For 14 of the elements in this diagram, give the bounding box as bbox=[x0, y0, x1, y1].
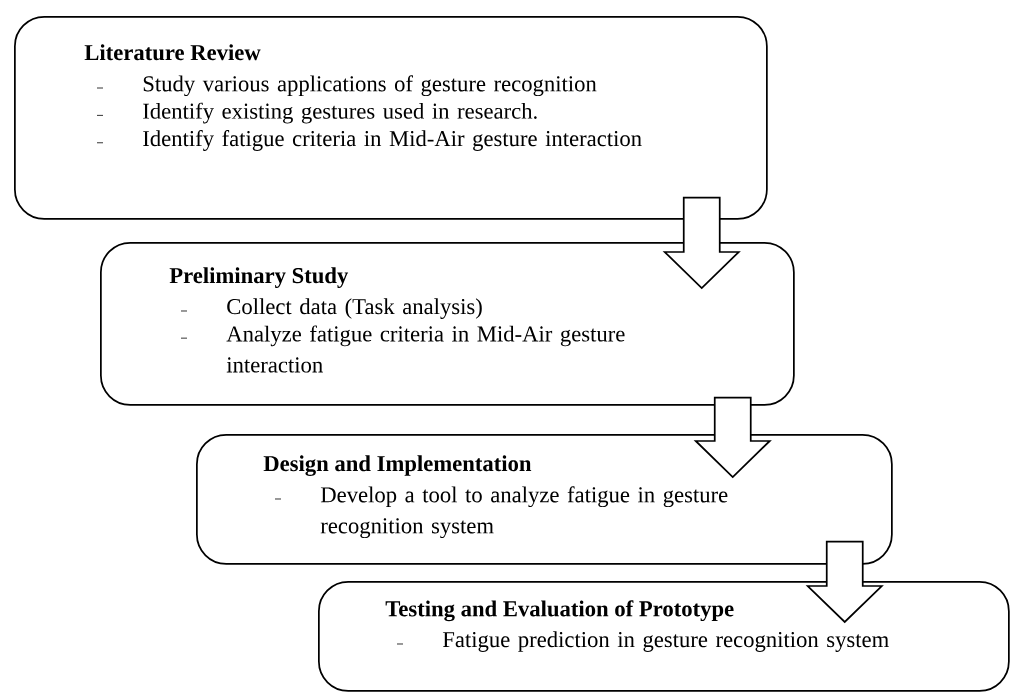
bullet-item: Fatigue prediction in gesture recognition system bbox=[396, 631, 889, 652]
box-heading: Literature Review bbox=[84, 44, 261, 61]
block-arrow bbox=[662, 196, 741, 290]
box-heading: Design and Implementation bbox=[263, 455, 532, 476]
bullet-item: Identify existing gestures used in research. bbox=[96, 102, 537, 124]
bullet-item: Identify fatigue criteria in Mid-Air gesture interaction bbox=[96, 130, 642, 151]
bullet-item: Develop a tool to analyze fatigue in gesture recognition system bbox=[274, 486, 728, 539]
bullet-item: Collect data (Task analysis) bbox=[180, 298, 482, 319]
bullet-item: Study various applications of gesture recognition bbox=[96, 75, 597, 97]
box-heading: Testing and Evaluation of Prototype bbox=[385, 600, 734, 622]
block-arrow bbox=[805, 540, 884, 624]
box-heading: Preliminary Study bbox=[169, 267, 349, 288]
bullet-item: Analyze fatigue criteria in Mid-Air gesture interaction bbox=[180, 325, 625, 373]
block-arrow bbox=[693, 396, 772, 479]
